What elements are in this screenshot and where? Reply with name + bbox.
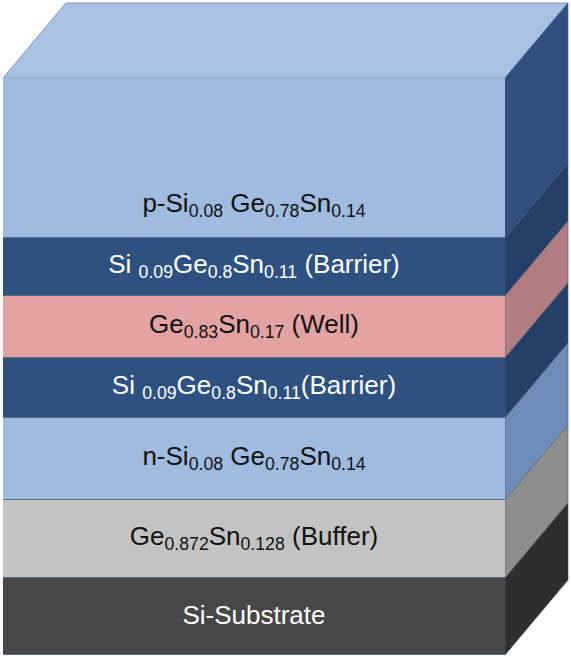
layer-label: n-Si0.08 Ge0.78Sn0.14 — [142, 441, 365, 476]
formula-part: p-Si — [142, 188, 188, 218]
layer-band: p-Si0.08 Ge0.78Sn0.14 — [3, 78, 505, 238]
layer-band: Si 0.09Ge0.8Sn0.11(Barrier) — [3, 358, 505, 418]
subscript: 0.08 — [189, 455, 223, 475]
subscript: 0.78 — [265, 455, 299, 475]
formula-part: (Buffer) — [285, 521, 378, 551]
layer-band: Ge0.872Sn0.128 (Buffer) — [3, 500, 505, 578]
layer-label: Si 0.09Ge0.8Sn0.11 (Barrier) — [108, 249, 399, 284]
formula-part: Si-Substrate — [182, 600, 325, 630]
layer-label: Ge0.83Sn0.17 (Well) — [149, 309, 359, 344]
formula-part: Sn — [236, 370, 268, 400]
layer-label: Si-Substrate — [182, 600, 325, 631]
formula-part: Sn — [299, 188, 331, 218]
subscript: 0.08 — [189, 202, 223, 222]
layer-band: Si 0.09Ge0.8Sn0.11 (Barrier) — [3, 238, 505, 296]
subscript: 0.17 — [250, 323, 284, 343]
formula-part: Sn — [218, 309, 250, 339]
layer-band: Si-Substrate — [3, 578, 505, 655]
formula-part: Sn — [299, 441, 331, 471]
side-face — [505, 503, 568, 655]
subscript: 0.8 — [211, 384, 236, 404]
layer-label: Si 0.09Ge0.8Sn0.11(Barrier) — [112, 370, 396, 405]
formula-part: Ge — [173, 249, 208, 279]
formula-part: Sn — [232, 249, 264, 279]
formula-part: Ge — [223, 188, 265, 218]
subscript: 0.83 — [184, 323, 218, 343]
top-face — [3, 3, 568, 78]
formula-part: (Well) — [284, 309, 359, 339]
formula-part: Ge — [177, 370, 212, 400]
formula-part: (Barrier) — [297, 249, 400, 279]
subscript: 0.14 — [331, 202, 365, 222]
formula-part: Ge — [130, 521, 165, 551]
layer-band: Ge0.83Sn0.17 (Well) — [3, 296, 505, 358]
subscript: 0.78 — [265, 202, 299, 222]
formula-part: n-Si — [142, 441, 188, 471]
formula-part: Si — [108, 249, 138, 279]
subscript: 0.09 — [139, 263, 173, 283]
subscript: 0.128 — [241, 535, 285, 555]
layer-label: Ge0.872Sn0.128 (Buffer) — [130, 521, 378, 556]
subscript: 0.872 — [164, 535, 208, 555]
formula-part: (Barrier) — [301, 370, 396, 400]
layer-band: n-Si0.08 Ge0.78Sn0.14 — [3, 418, 505, 500]
formula-part: Sn — [209, 521, 241, 551]
formula-part: Ge — [149, 309, 184, 339]
formula-part: Si — [112, 370, 142, 400]
subscript: 0.8 — [208, 263, 233, 283]
subscript: 0.14 — [331, 455, 365, 475]
layer-label: p-Si0.08 Ge0.78Sn0.14 — [142, 188, 365, 223]
formula-part: Ge — [223, 441, 265, 471]
subscript: 0.11 — [264, 263, 297, 283]
subscript: 0.11 — [268, 384, 301, 404]
subscript: 0.09 — [142, 384, 176, 404]
side-faces — [505, 3, 568, 655]
